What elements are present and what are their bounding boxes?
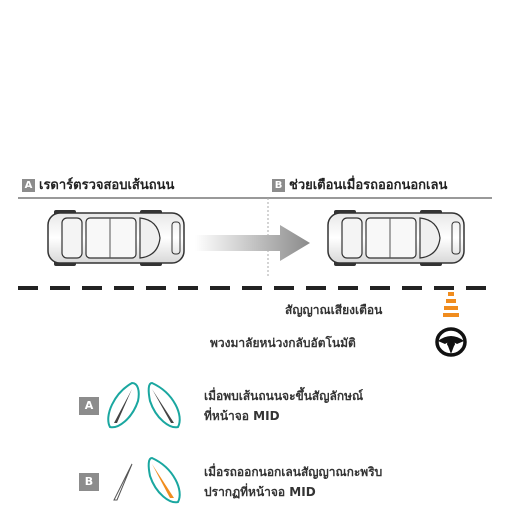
- car-b: [327, 210, 465, 266]
- legend-b-description: เมื่อรถออกนอกเลนสัญญาณกะพริบ ปรากฏที่หน้…: [204, 462, 382, 502]
- sound-warning-icon: [443, 292, 459, 317]
- legend-b-line1: เมื่อรถออกนอกเลนสัญญาณกะพริบ: [204, 465, 383, 479]
- steering-wheel-icon: [435, 327, 467, 357]
- steering-assist-label: พวงมาลัยหน่วงกลับอัตโนมัติ: [210, 336, 356, 350]
- section-a-title: เรดาร์ตรวจสอบเส้นถนน: [39, 178, 175, 193]
- legend-a-description: เมื่อพบเส้นถนนจะขึ้นสัญลักษณ์ ที่หน้าจอ …: [204, 386, 363, 426]
- legend-b-badge: B: [79, 473, 99, 491]
- legend-a-line1: เมื่อพบเส้นถนนจะขึ้นสัญลักษณ์: [204, 389, 364, 403]
- section-b-header: B ช่วยเตือนเมื่อรถออกนอกเลน: [272, 174, 447, 195]
- section-b-badge: B: [272, 179, 285, 192]
- legend-a-line2: ที่หน้าจอ MID: [204, 409, 280, 423]
- section-a-badge: A: [22, 179, 35, 192]
- section-b-title: ช่วยเตือนเมื่อรถออกนอกเลน: [289, 178, 448, 193]
- car-a: [47, 210, 185, 266]
- sound-warning-label: สัญญาณเสียงเตือน: [285, 303, 383, 317]
- legend-b-lane-icon: [113, 456, 181, 504]
- legend-b-line2: ปรากฏที่หน้าจอ MID: [204, 485, 316, 499]
- section-a-header: A เรดาร์ตรวจสอบเส้นถนน: [22, 174, 174, 195]
- legend-a-lane-icon: [107, 381, 181, 429]
- road-scene: [18, 197, 492, 290]
- legend-a-badge: A: [79, 397, 99, 415]
- motion-arrow: [195, 225, 310, 261]
